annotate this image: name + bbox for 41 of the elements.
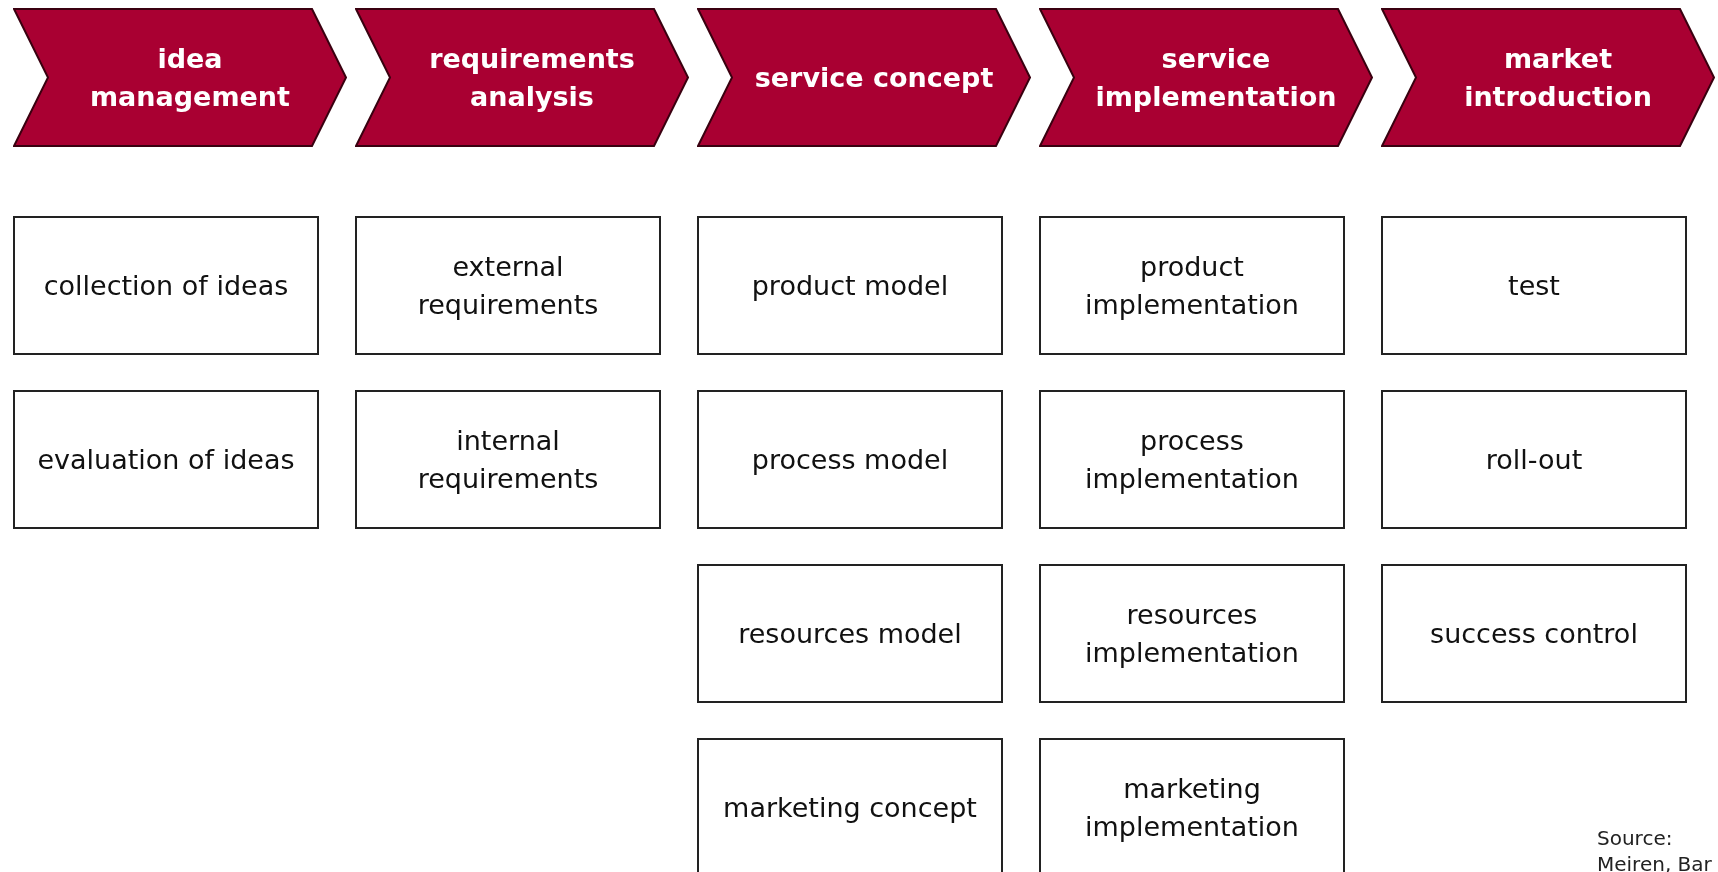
phase-title: service concept	[753, 60, 995, 95]
step-text: external requirements	[416, 249, 600, 322]
step-box	[1039, 738, 1345, 872]
step-box	[697, 738, 1003, 872]
step-text: process model	[750, 442, 950, 477]
step-text: evaluation of ideas	[36, 442, 296, 477]
phase-title: service implementation	[1094, 41, 1338, 114]
phase-title: requirements analysis	[428, 41, 636, 114]
step-box	[1039, 390, 1345, 529]
step-box	[1381, 564, 1687, 703]
step-box	[13, 390, 319, 529]
step-text: marketing concept	[722, 790, 978, 825]
step-box	[13, 216, 319, 355]
step-text: collection of ideas	[42, 268, 290, 303]
step-text: product model	[750, 268, 950, 303]
step-box	[355, 216, 661, 355]
phase-banner	[13, 8, 347, 147]
source-note: Source:	[1597, 826, 1673, 850]
step-box	[697, 564, 1003, 703]
step-box	[697, 216, 1003, 355]
phase-banner	[1039, 8, 1373, 147]
step-text: product implementation	[1084, 249, 1300, 322]
step-box	[1381, 390, 1687, 529]
step-text: marketing implementation	[1084, 771, 1300, 844]
phase-title: idea management	[89, 41, 291, 114]
step-box	[355, 390, 661, 529]
phase-title: market introduction	[1463, 41, 1653, 114]
phase-banner	[697, 8, 1031, 147]
step-box	[1381, 216, 1687, 355]
step-box	[1039, 564, 1345, 703]
step-text: process implementation	[1084, 423, 1300, 496]
phase-banner	[355, 8, 689, 147]
step-text: test	[1507, 268, 1561, 303]
step-text: success control	[1429, 616, 1639, 651]
step-text: resources implementation	[1084, 597, 1300, 670]
step-text: internal requirements	[416, 423, 600, 496]
step-box	[697, 390, 1003, 529]
phase-banner	[1381, 8, 1715, 147]
step-text: resources model	[737, 616, 963, 651]
step-text: roll-out	[1484, 442, 1584, 477]
step-box	[1039, 216, 1345, 355]
